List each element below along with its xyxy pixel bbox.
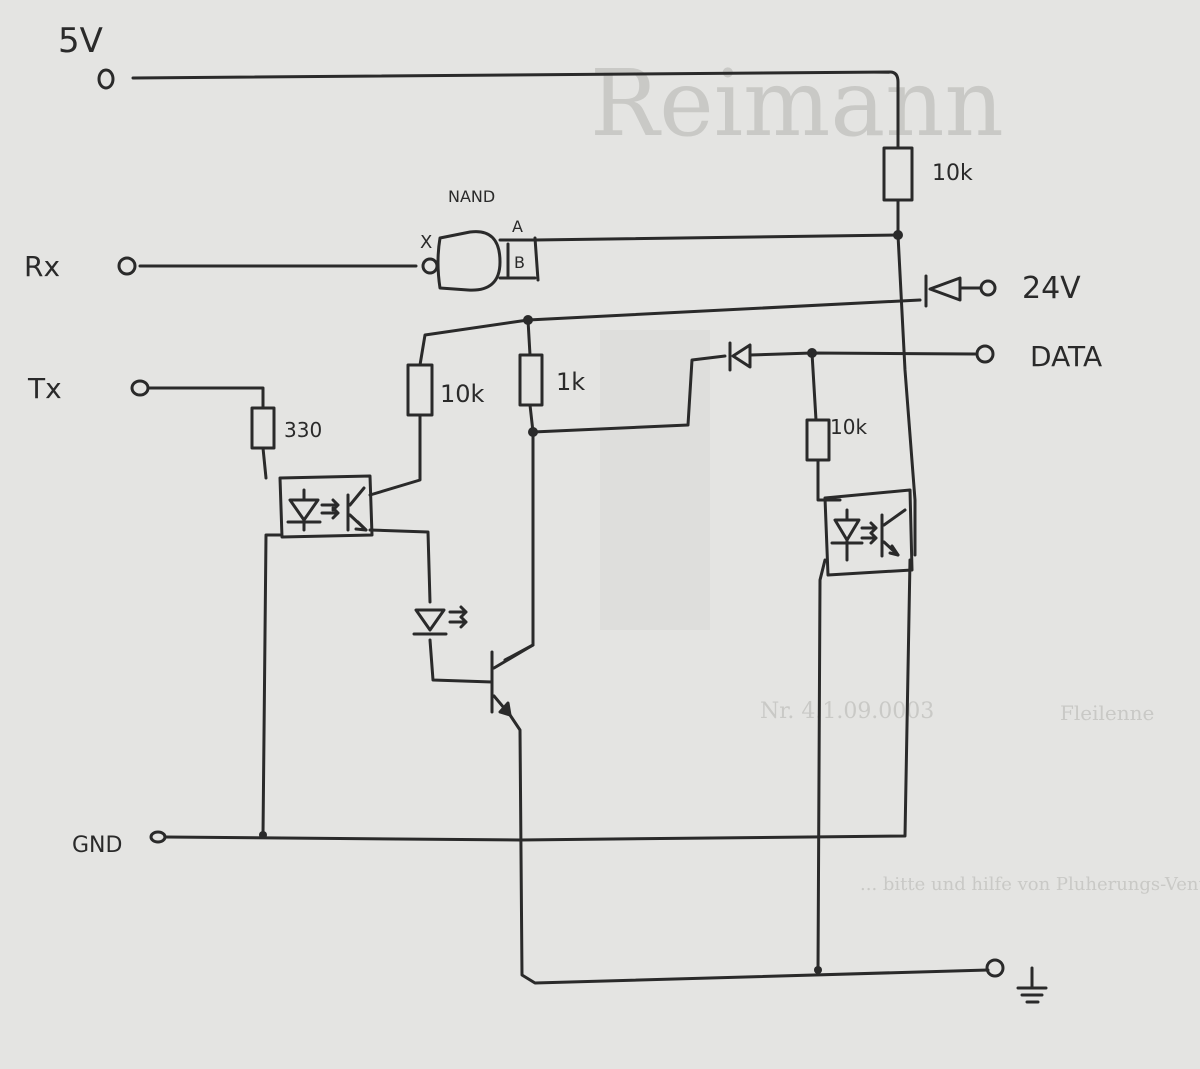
background-bleed: Reimann Nr. 4.1.09.0003 Fleilenne ... bi… (590, 50, 1200, 895)
terminal-tx[interactable] (130, 379, 150, 397)
resistor-opto1-collector (406, 363, 434, 417)
terminal-data[interactable] (975, 344, 995, 364)
label-24v: 24V (1022, 271, 1081, 306)
wires (131, 70, 990, 985)
optocoupler-2 (823, 488, 914, 577)
terminal-rx[interactable] (117, 256, 137, 276)
diode-24v-icon (924, 274, 962, 308)
label-rx: Rx (24, 250, 60, 283)
label-nand-input-a: A (512, 217, 523, 236)
background-brand: Reimann (590, 50, 1004, 157)
background-line-1: Nr. 4.1.09.0003 (760, 699, 934, 724)
background-line-2: Fleilenne (1060, 701, 1154, 725)
background-line-3: ... bitte und hilfe von Pluherungs-Venti… (860, 874, 1200, 895)
optocoupler-1 (278, 474, 374, 539)
label-r-tx: 330 (284, 418, 322, 442)
label-data: DATA (1030, 340, 1102, 373)
label-r-pullup-5v: 10k (932, 161, 973, 186)
labels: 5V Rx Tx GND 24V DATA NAND X A B 10k 330… (24, 21, 1102, 858)
junctions (259, 230, 903, 974)
resistor-pullup-5v (882, 146, 914, 202)
npn-transistor (490, 643, 535, 717)
label-r-1k: 1k (556, 368, 585, 396)
label-nand-input-x: X (420, 232, 432, 253)
terminal-5v[interactable] (97, 68, 115, 90)
resistor-tx (250, 406, 276, 450)
label-tx: Tx (27, 372, 62, 405)
terminal-gnd[interactable] (149, 830, 167, 844)
label-nand-input-b: B (514, 253, 525, 272)
label-r-opto1-collector: 10k (440, 380, 485, 408)
terminal-24v[interactable] (979, 279, 997, 297)
terminal-ground[interactable] (985, 958, 1005, 978)
label-5v: 5V (58, 21, 103, 61)
label-gnd: GND (72, 833, 122, 858)
resistors (250, 146, 914, 462)
terminals (97, 68, 1005, 978)
background-block (600, 330, 710, 630)
ground-symbol-icon (1016, 966, 1048, 1004)
resistor-1k (518, 353, 544, 407)
resistor-opto2-led (805, 418, 831, 462)
diode-data-icon (728, 341, 752, 372)
led-indicator-icon (412, 605, 468, 636)
nand-inverter-bubble (421, 257, 439, 275)
label-nand: NAND (448, 187, 495, 206)
label-r-opto2-led: 10k (830, 415, 867, 439)
nand-gate (421, 230, 540, 292)
